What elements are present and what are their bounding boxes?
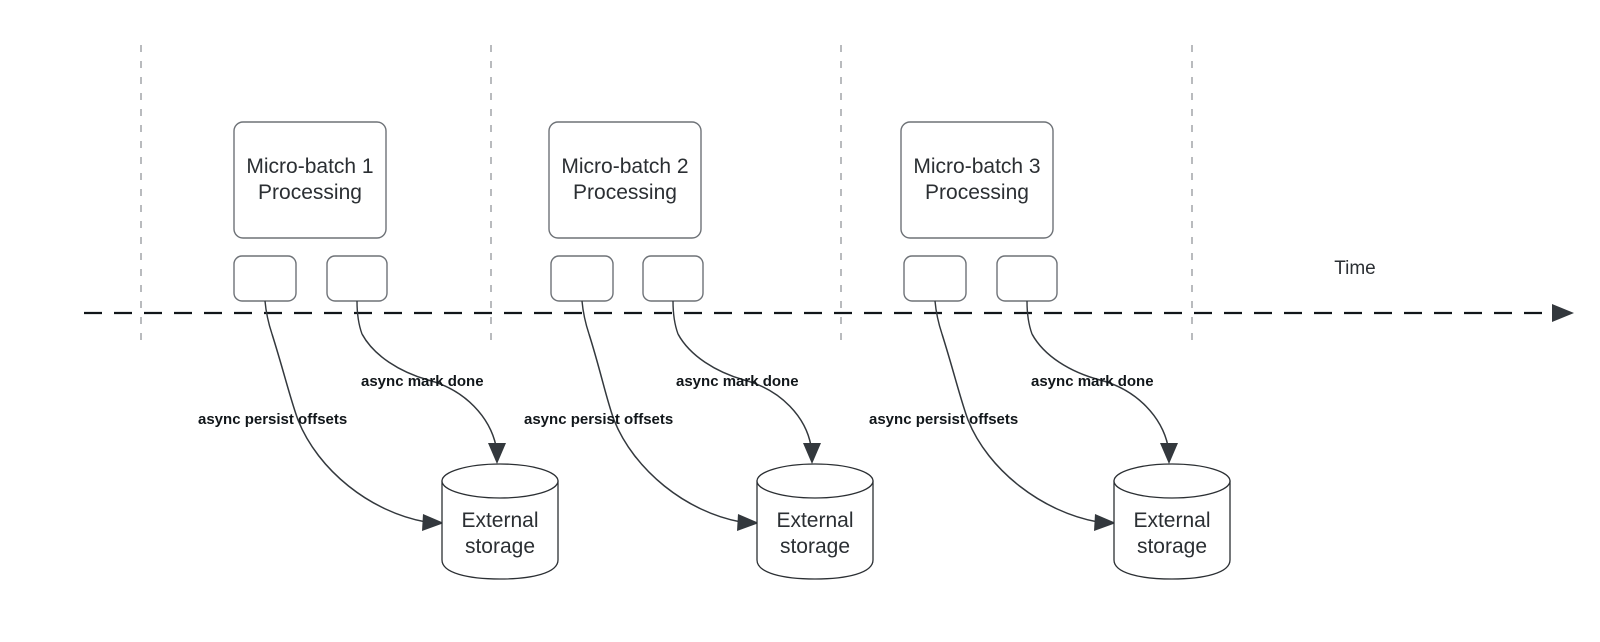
micro-batch-3-persist-curve [941,333,1099,523]
time-axis: Time [84,258,1574,322]
micro-batch-2-box[interactable]: Micro-batch 2 Processing [548,121,702,239]
external-storage-3-label-line2: storage [1137,535,1207,558]
micro-batch-2-label-line1: Micro-batch 2 [561,155,688,178]
micro-batch-3-markdone-stem [1026,300,1033,335]
time-axis-arrowhead [1552,304,1574,322]
micro-batch-3-persist-stem [934,300,943,335]
micro-batch-3-markdone-label: async mark done [1031,373,1154,390]
group-2: Micro-batch 2 Processing async persist o… [524,121,874,580]
external-storage-3-body[interactable] [1113,480,1231,580]
external-storage-1-body[interactable] [441,480,559,580]
micro-batch-3-label-line1: Micro-batch 3 [913,155,1040,178]
micro-batch-1-markdone-label: async mark done [361,373,484,390]
micro-batch-2-task-left[interactable] [550,255,614,302]
micro-batch-2-label-line2: Processing [573,181,677,204]
micro-batch-1-rect[interactable] [233,121,387,239]
micro-batch-3-markdone-curve [1031,333,1169,447]
external-storage-1[interactable]: External storage [441,463,559,580]
micro-batch-1-markdone-curve [361,333,497,447]
micro-batch-3-rect[interactable] [900,121,1054,239]
micro-batch-3-box[interactable]: Micro-batch 3 Processing [900,121,1054,239]
time-axis-label: Time [1334,258,1376,279]
group-1: Micro-batch 1 Processing async persist o… [198,121,559,580]
micro-batch-1-persist-label: async persist offsets [198,411,347,428]
external-storage-2[interactable]: External storage [756,463,874,580]
external-storage-1-label-line2: storage [465,535,535,558]
external-storage-3-top [1113,463,1231,499]
external-storage-2-body[interactable] [756,480,874,580]
micro-batch-2-markdone-curve [677,333,812,447]
external-storage-2-label-line2: storage [780,535,850,558]
micro-batch-1-markdone-stem [356,300,363,335]
micro-batch-2-markdone-arrowhead [803,443,821,464]
group-3: Micro-batch 3 Processing async persist o… [869,121,1231,580]
external-storage-2-top [756,463,874,499]
micro-batch-1-task-right[interactable] [326,255,388,302]
micro-batch-1-task-left[interactable] [233,255,297,302]
micro-batch-1-label-line1: Micro-batch 1 [246,155,373,178]
micro-batch-2-persist-curve [588,333,742,523]
micro-batch-1-box[interactable]: Micro-batch 1 Processing [233,121,387,239]
external-storage-3-label-line1: External [1133,509,1210,532]
micro-batch-3-task-left[interactable] [903,255,967,302]
micro-batch-1-persist-curve [271,333,427,523]
micro-batch-3-persist-arrowhead [1094,514,1116,531]
micro-batch-2-rect[interactable] [548,121,702,239]
micro-batch-3-persist-label: async persist offsets [869,411,1018,428]
external-storage-3[interactable]: External storage [1113,463,1231,580]
micro-batch-2-persist-label: async persist offsets [524,411,673,428]
external-storage-1-top [441,463,559,499]
micro-batch-2-markdone-stem [672,300,679,335]
micro-batch-2-markdone-label: async mark done [676,373,799,390]
micro-batch-3-task-right[interactable] [996,255,1058,302]
batch-boundary-ticks [140,45,1193,340]
micro-batch-2-persist-arrowhead [737,514,759,531]
micro-batch-3-label-line2: Processing [925,181,1029,204]
micro-batch-2-task-right[interactable] [642,255,704,302]
micro-batch-1-label-line2: Processing [258,181,362,204]
external-storage-2-label-line1: External [776,509,853,532]
micro-batch-2-persist-stem [581,300,590,335]
micro-batch-3-markdone-arrowhead [1160,443,1178,464]
external-storage-1-label-line1: External [461,509,538,532]
micro-batch-1-persist-arrowhead [422,514,444,531]
micro-batch-1-persist-stem [264,300,273,335]
micro-batch-1-markdone-arrowhead [488,443,506,464]
